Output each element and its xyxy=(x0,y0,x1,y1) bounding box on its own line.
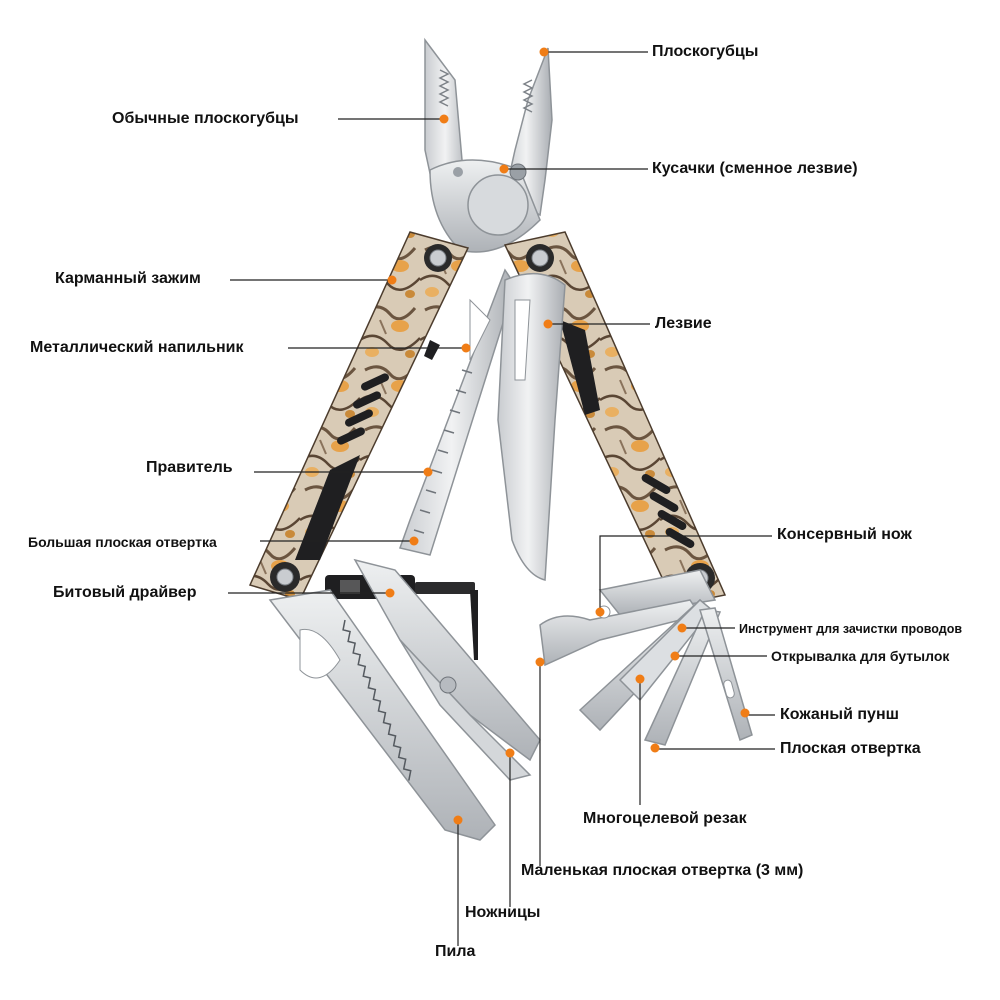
blade xyxy=(497,272,566,581)
label-large-flat-screwdriver: Большая плоская отвертка xyxy=(28,534,217,550)
saw xyxy=(268,589,496,841)
left-handle xyxy=(248,231,470,601)
label-scissors: Ножницы xyxy=(465,904,541,921)
pliers-jaws xyxy=(424,37,553,253)
label-can-opener: Консервный нож xyxy=(777,526,912,543)
label-flat-screwdriver: Плоская отвертка xyxy=(780,740,921,757)
label-pliers: Плоскогубцы xyxy=(652,43,759,60)
marker-dot xyxy=(409,536,419,546)
marker-dot xyxy=(439,114,449,124)
label-wire-stripper: Инструмент для зачистки проводов xyxy=(739,622,963,636)
marker-dot xyxy=(635,674,645,684)
label-leather-punch: Кожаный пунш xyxy=(780,706,899,723)
marker-dot xyxy=(677,623,687,633)
marker-dot xyxy=(423,467,433,477)
marker-dot xyxy=(543,319,553,329)
marker-dot xyxy=(670,651,680,661)
label-multipurpose-cutter: Многоцелевой резак xyxy=(583,810,747,827)
marker-dots xyxy=(385,47,750,825)
label-ruler: Правитель xyxy=(146,459,233,476)
label-blade: Лезвие xyxy=(655,315,712,332)
marker-dot xyxy=(595,607,605,617)
label-regular-pliers: Обычные плоскогубцы xyxy=(112,110,299,127)
marker-dot xyxy=(453,815,463,825)
tool-fan xyxy=(539,569,753,746)
marker-dot xyxy=(461,343,471,353)
marker-dot xyxy=(539,47,549,57)
leader-lines xyxy=(228,51,775,946)
label-wire-cutter: Кусачки (сменное лезвие) xyxy=(652,160,858,177)
scissors xyxy=(353,558,541,781)
marker-dot xyxy=(740,708,750,718)
label-pocket-clip: Карманный зажим xyxy=(55,270,201,287)
marker-dot xyxy=(505,748,515,758)
marker-dot xyxy=(650,743,660,753)
marker-dot xyxy=(499,164,509,174)
label-metal-file: Металлический напильник xyxy=(30,339,244,356)
label-bottle-opener: Открывалка для бутылок xyxy=(771,648,950,664)
marker-dot xyxy=(385,588,395,598)
label-saw: Пила xyxy=(435,943,476,960)
label-small-flat-screwdriver: Маленькая плоская отвертка (3 мм) xyxy=(521,862,804,879)
marker-dot xyxy=(387,275,397,285)
label-bit-driver: Битовый драйвер xyxy=(53,584,197,601)
marker-dot xyxy=(535,657,545,667)
